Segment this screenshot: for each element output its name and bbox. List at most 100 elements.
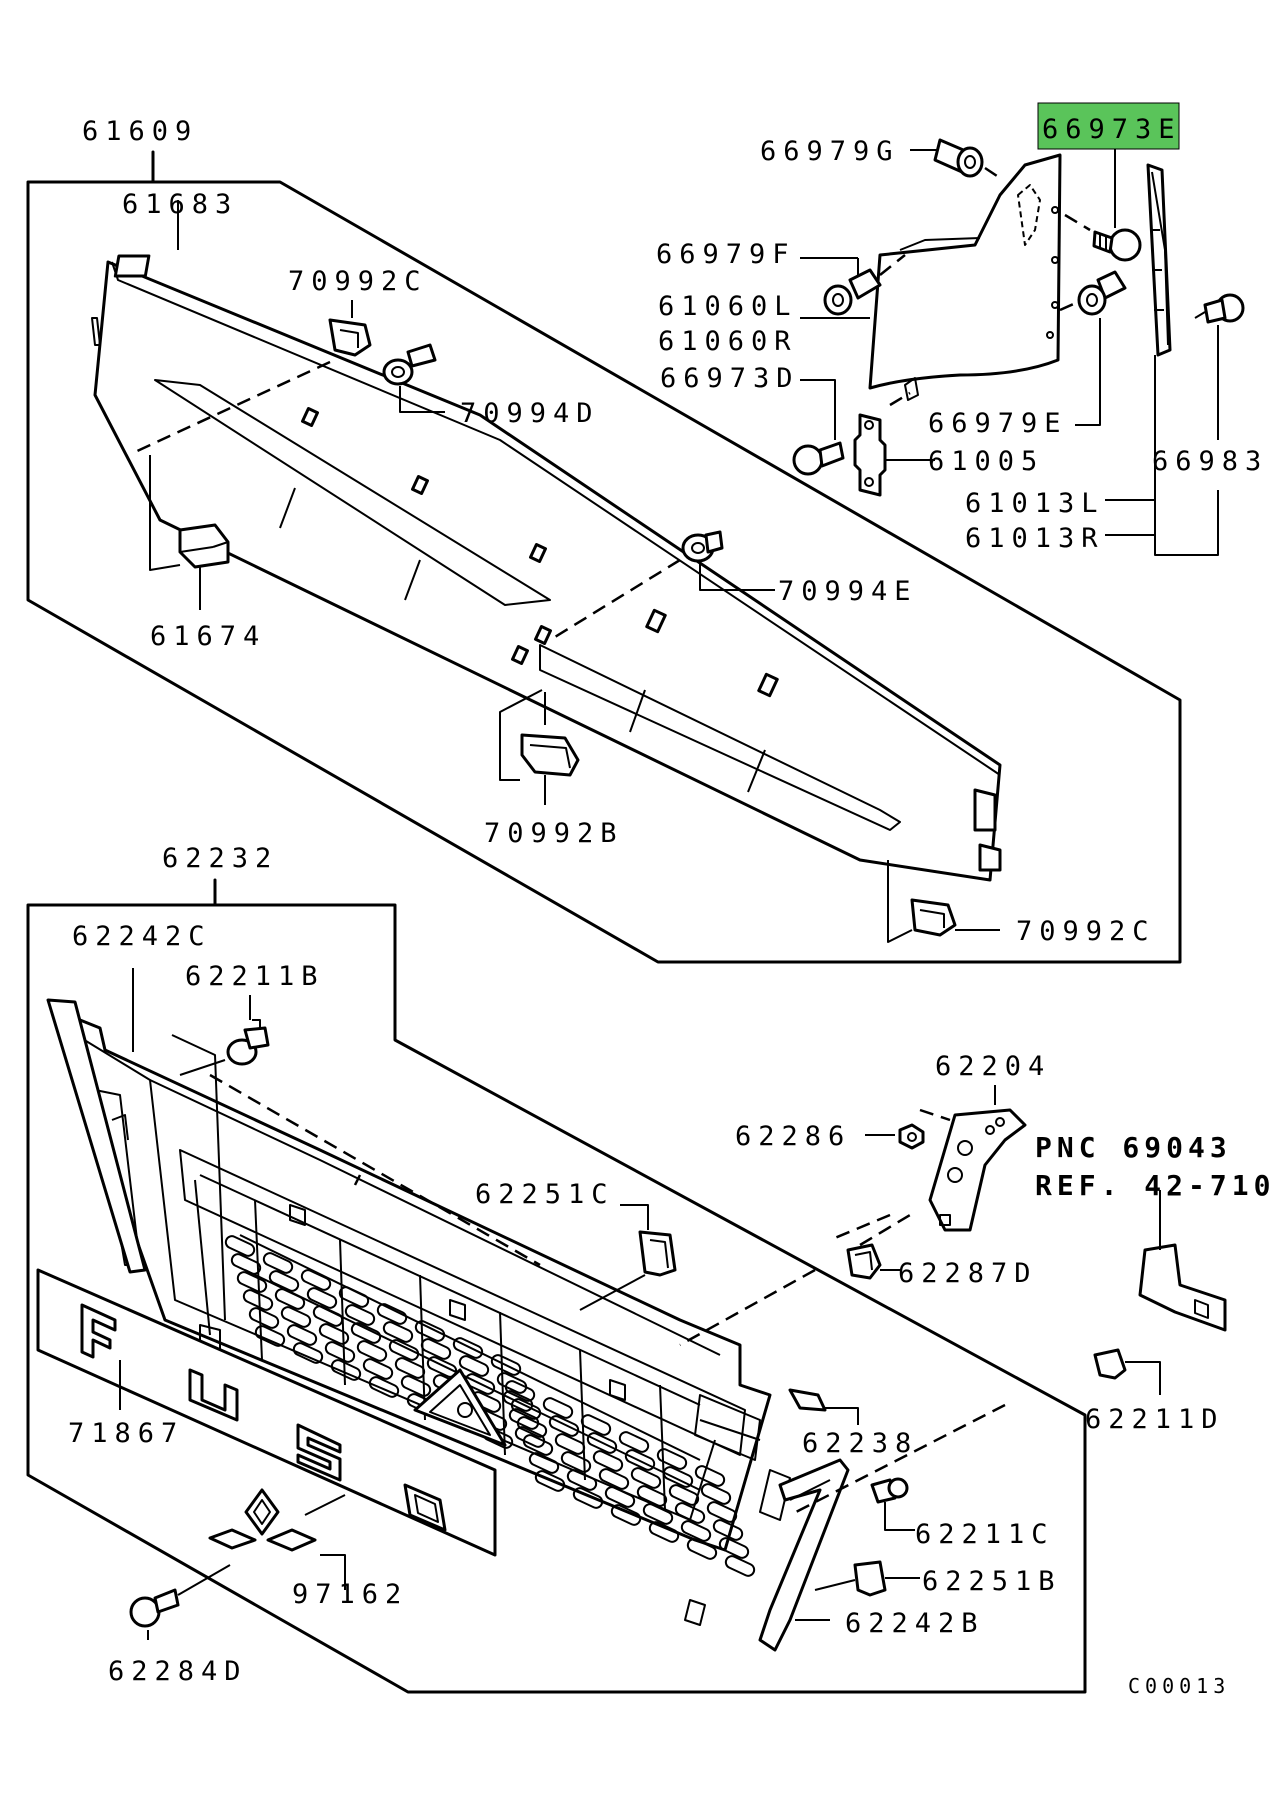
grille-slot [420,1338,452,1360]
label-62251B[interactable]: 62251B [922,1566,1062,1597]
grille-slot [528,1452,560,1474]
grille-slot [560,1451,592,1473]
grille-slot [686,1538,718,1560]
lower-assembly-frame [26,878,1087,1694]
part-70992B-clip [499,689,580,805]
label-66973D[interactable]: 66973D [660,363,800,394]
grille-slot [668,1484,700,1506]
highlight-66973E [1037,102,1180,150]
grille-slot [636,1485,668,1507]
grille-slot [242,1289,274,1311]
grille-slot [280,1306,312,1328]
part-66979F-bolt [800,254,906,316]
part-61674-block [149,455,230,610]
grille-slot [592,1450,624,1472]
grille-slot [292,1342,324,1364]
label-61013L[interactable]: 61013L [965,488,1105,519]
part-70992C-clip-upper [134,300,372,454]
grille-slot [318,1323,350,1345]
label-71867[interactable]: 71867 [68,1418,184,1449]
label-62286[interactable]: 62286 [735,1121,851,1152]
label-62232[interactable]: 62232 [162,843,278,874]
grille-slot [350,1322,382,1344]
label-61674[interactable]: 61674 [150,621,266,652]
label-62242B[interactable]: 62242B [845,1608,985,1639]
label-61060R[interactable]: 61060R [658,326,798,357]
part-62286-nut [865,1108,951,1150]
grille-slot [648,1521,680,1543]
part-61683-pad [113,200,179,278]
part-62251C-clip [579,1204,677,1311]
label-62287D[interactable]: 62287D [898,1258,1038,1289]
grille-slot [598,1468,630,1490]
ref-bracket [1138,1190,1227,1332]
grille-slot [458,1355,490,1377]
grille-slot [694,1465,726,1487]
grille-slot [542,1397,574,1419]
label-70994D[interactable]: 70994D [460,398,600,429]
part-70994E-grommet [549,530,775,642]
grille-slot [496,1372,528,1394]
label-61609[interactable]: 61609 [82,116,198,147]
grille-slot [368,1376,400,1398]
label-62284D[interactable]: 62284D [108,1656,248,1687]
label-61683[interactable]: 61683 [122,189,238,220]
grille-slot [400,1375,432,1397]
grille-slot [262,1252,294,1274]
grille-slot [414,1320,446,1342]
label-62211C[interactable]: 62211C [915,1519,1055,1550]
label-66973E[interactable]: 66973E [1042,114,1182,145]
label-70992C-lower[interactable]: 70992C [1016,916,1156,947]
grille-slot [338,1286,370,1308]
grille-slot [248,1307,280,1329]
label-97162[interactable]: 97162 [292,1579,408,1610]
label-70994E[interactable]: 70994E [778,576,918,607]
grille-slot [656,1448,688,1470]
label-62242C[interactable]: 62242C [72,921,212,952]
grille-slot [534,1470,566,1492]
label-61013R[interactable]: 61013R [965,523,1105,554]
label-66979E[interactable]: 66979E [928,408,1068,439]
grille-slot [508,1408,540,1430]
grille-slot [554,1433,586,1455]
part-62204-bracket [928,1085,1027,1232]
grille-slot [230,1253,262,1275]
grille-slot [642,1503,674,1525]
grille-slot [514,1426,546,1448]
part-66979G-bolt [910,138,1001,180]
label-66979G[interactable]: 66979G [760,136,900,167]
label-70992B[interactable]: 70992B [484,818,624,849]
part-97162-emblem [208,1488,346,1590]
grille-slot [286,1324,318,1346]
grille-slot [724,1555,756,1577]
label-61005[interactable]: 61005 [928,446,1044,477]
part-62238-pad [788,1388,859,1425]
label-66979F[interactable]: 66979F [656,239,796,270]
assembly-lines [209,1073,1006,1517]
grille-slot [566,1469,598,1491]
label-61060L[interactable]: 61060L [658,291,798,322]
side-cover-61060 [800,153,1062,401]
grille-slot [674,1502,706,1524]
grille-slot [624,1449,656,1471]
grille-slot [394,1357,426,1379]
grille-slot [344,1304,376,1326]
label-62204[interactable]: 62204 [935,1051,1051,1082]
grille-slot [490,1354,522,1376]
label-62211B[interactable]: 62211B [185,961,325,992]
label-62251C[interactable]: 62251C [475,1179,615,1210]
part-labels: 61609 61683 70992C 70994D 61674 70994E 7… [68,114,1270,1698]
grille-slot [502,1390,534,1412]
label-66983[interactable]: 66983 [1152,446,1268,477]
grille-slot [376,1303,408,1325]
part-62211C-clip [870,1477,915,1531]
label-62238[interactable]: 62238 [802,1428,918,1459]
label-62211D[interactable]: 62211D [1085,1404,1225,1435]
label-70992C-upper[interactable]: 70992C [288,266,428,297]
part-62211B-clip [179,995,270,1076]
grille-slot [388,1339,420,1361]
part-62211D-clip [1093,1348,1161,1395]
grille-slot [706,1501,738,1523]
grille-slot [516,1416,548,1438]
